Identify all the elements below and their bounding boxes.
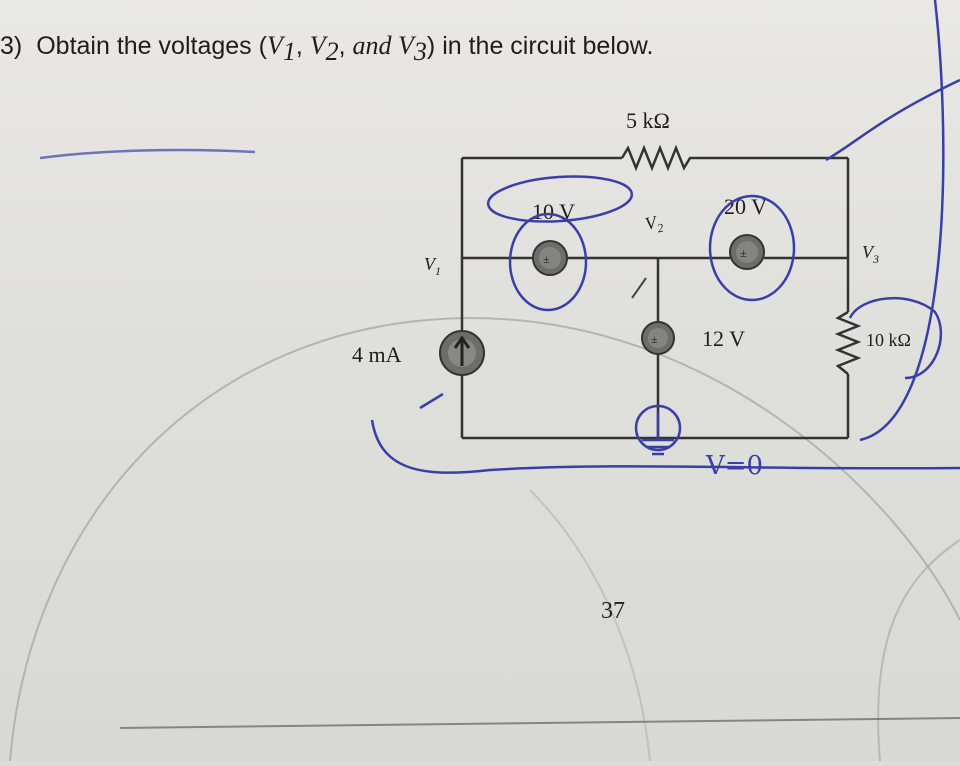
current-source-4ma-label: 4 mA — [352, 342, 402, 367]
resistor-10k-symbol — [834, 310, 862, 375]
voltage-source-12v-label: 12 V — [702, 326, 745, 351]
voltage-source-12v: ± — [641, 321, 675, 355]
node-v2-label: V2 — [643, 211, 665, 238]
current-source-4ma — [439, 330, 485, 376]
voltage-source-10v: ± — [532, 240, 568, 276]
voltage-source-20v-label: 20 V — [724, 194, 767, 219]
question-text: 3) Obtain the voltages (V1, V2, and V3) … — [0, 31, 653, 66]
resistor-5k-label: 5 kΩ — [626, 108, 670, 133]
resistor-5k-symbol — [620, 144, 694, 172]
pencil-marks — [9, 316, 960, 762]
ground-voltage-note: V=0 — [705, 451, 763, 481]
svg-text:±: ± — [651, 332, 658, 346]
resistor-10k-label: 10 kΩ — [866, 330, 911, 350]
circuit-wires — [460, 156, 850, 440]
voltage-source-20v: ± — [729, 234, 765, 270]
node-v3-label: V3 — [862, 242, 879, 266]
ink-annotations — [370, 0, 960, 474]
svg-text:±: ± — [543, 252, 550, 266]
svg-text:±: ± — [740, 246, 747, 260]
pen-stroke-left — [39, 148, 256, 160]
page-number: 37 — [601, 598, 625, 624]
node-v1-label: V1 — [424, 254, 441, 278]
